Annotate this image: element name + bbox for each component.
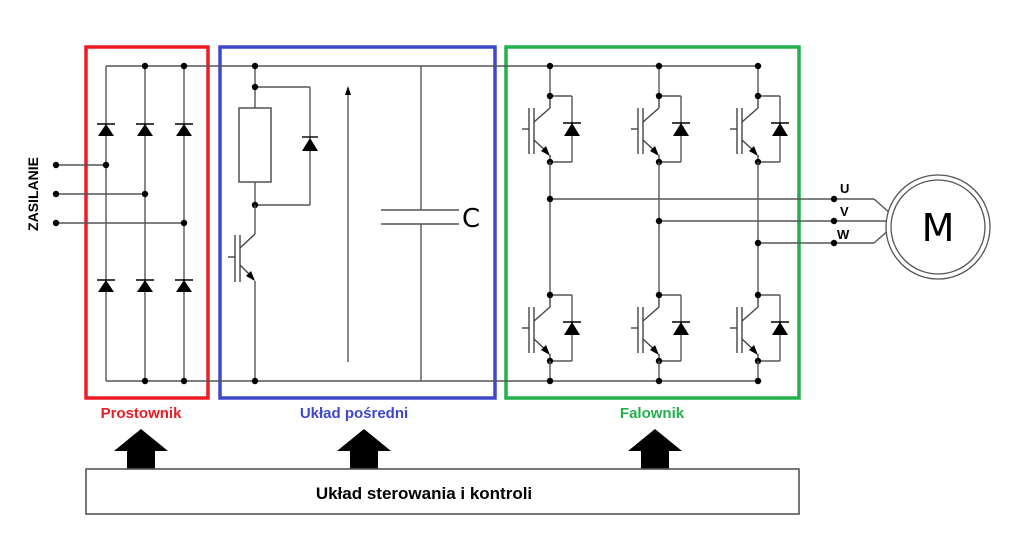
control-arrows <box>114 429 682 470</box>
igbt-icon <box>730 96 759 162</box>
inverter-bridge <box>522 62 789 385</box>
inverter-leg <box>522 62 581 385</box>
phase-v-label: V <box>840 204 849 219</box>
arrow-up-icon <box>337 429 391 470</box>
diode-icon <box>771 321 789 335</box>
igbt-icon <box>631 96 660 162</box>
intermediate-box <box>218 45 497 400</box>
brake-chopper <box>228 62 318 385</box>
dc-voltage-arrow <box>345 86 351 362</box>
capacitor <box>381 66 459 381</box>
diode-icon <box>563 122 581 136</box>
diode-icon <box>136 279 154 292</box>
diode-icon <box>97 279 115 292</box>
diode-icon <box>302 136 318 151</box>
igbt-icon <box>522 96 551 162</box>
motor-icon <box>885 174 991 280</box>
motor-label: M <box>922 206 955 250</box>
control-unit-box <box>85 468 800 515</box>
inverter-leg <box>730 62 789 385</box>
capacitor-label: C <box>462 204 480 234</box>
supply-inputs <box>52 161 188 227</box>
supply-label: ZASILANIE <box>25 157 41 231</box>
diode-icon <box>563 321 581 335</box>
inverter-label: Falownik <box>620 405 685 422</box>
inverter-box <box>504 45 801 400</box>
diode-icon <box>97 123 115 136</box>
phase-w-label: W <box>837 227 850 242</box>
diode-icon <box>175 279 193 292</box>
phase-u-label: U <box>840 181 849 196</box>
diode-icon <box>136 123 154 136</box>
arrow-up-icon <box>114 429 168 470</box>
dc-rails <box>106 65 758 382</box>
diode-icon <box>175 123 193 136</box>
igbt-icon <box>522 295 551 361</box>
igbt-icon <box>228 205 256 381</box>
diode-icon <box>672 321 690 335</box>
igbt-icon <box>631 295 660 361</box>
rectifier-label: Prostownik <box>101 405 183 422</box>
control-unit-label: Układ sterowania i kontroli <box>316 484 532 503</box>
arrow-up-icon <box>628 429 682 470</box>
brake-resistor <box>238 107 272 183</box>
diode-icon <box>672 122 690 136</box>
intermediate-label: Układ pośredni <box>300 405 408 422</box>
inverter-leg <box>631 62 690 385</box>
igbt-icon <box>730 295 759 361</box>
diode-icon <box>771 122 789 136</box>
